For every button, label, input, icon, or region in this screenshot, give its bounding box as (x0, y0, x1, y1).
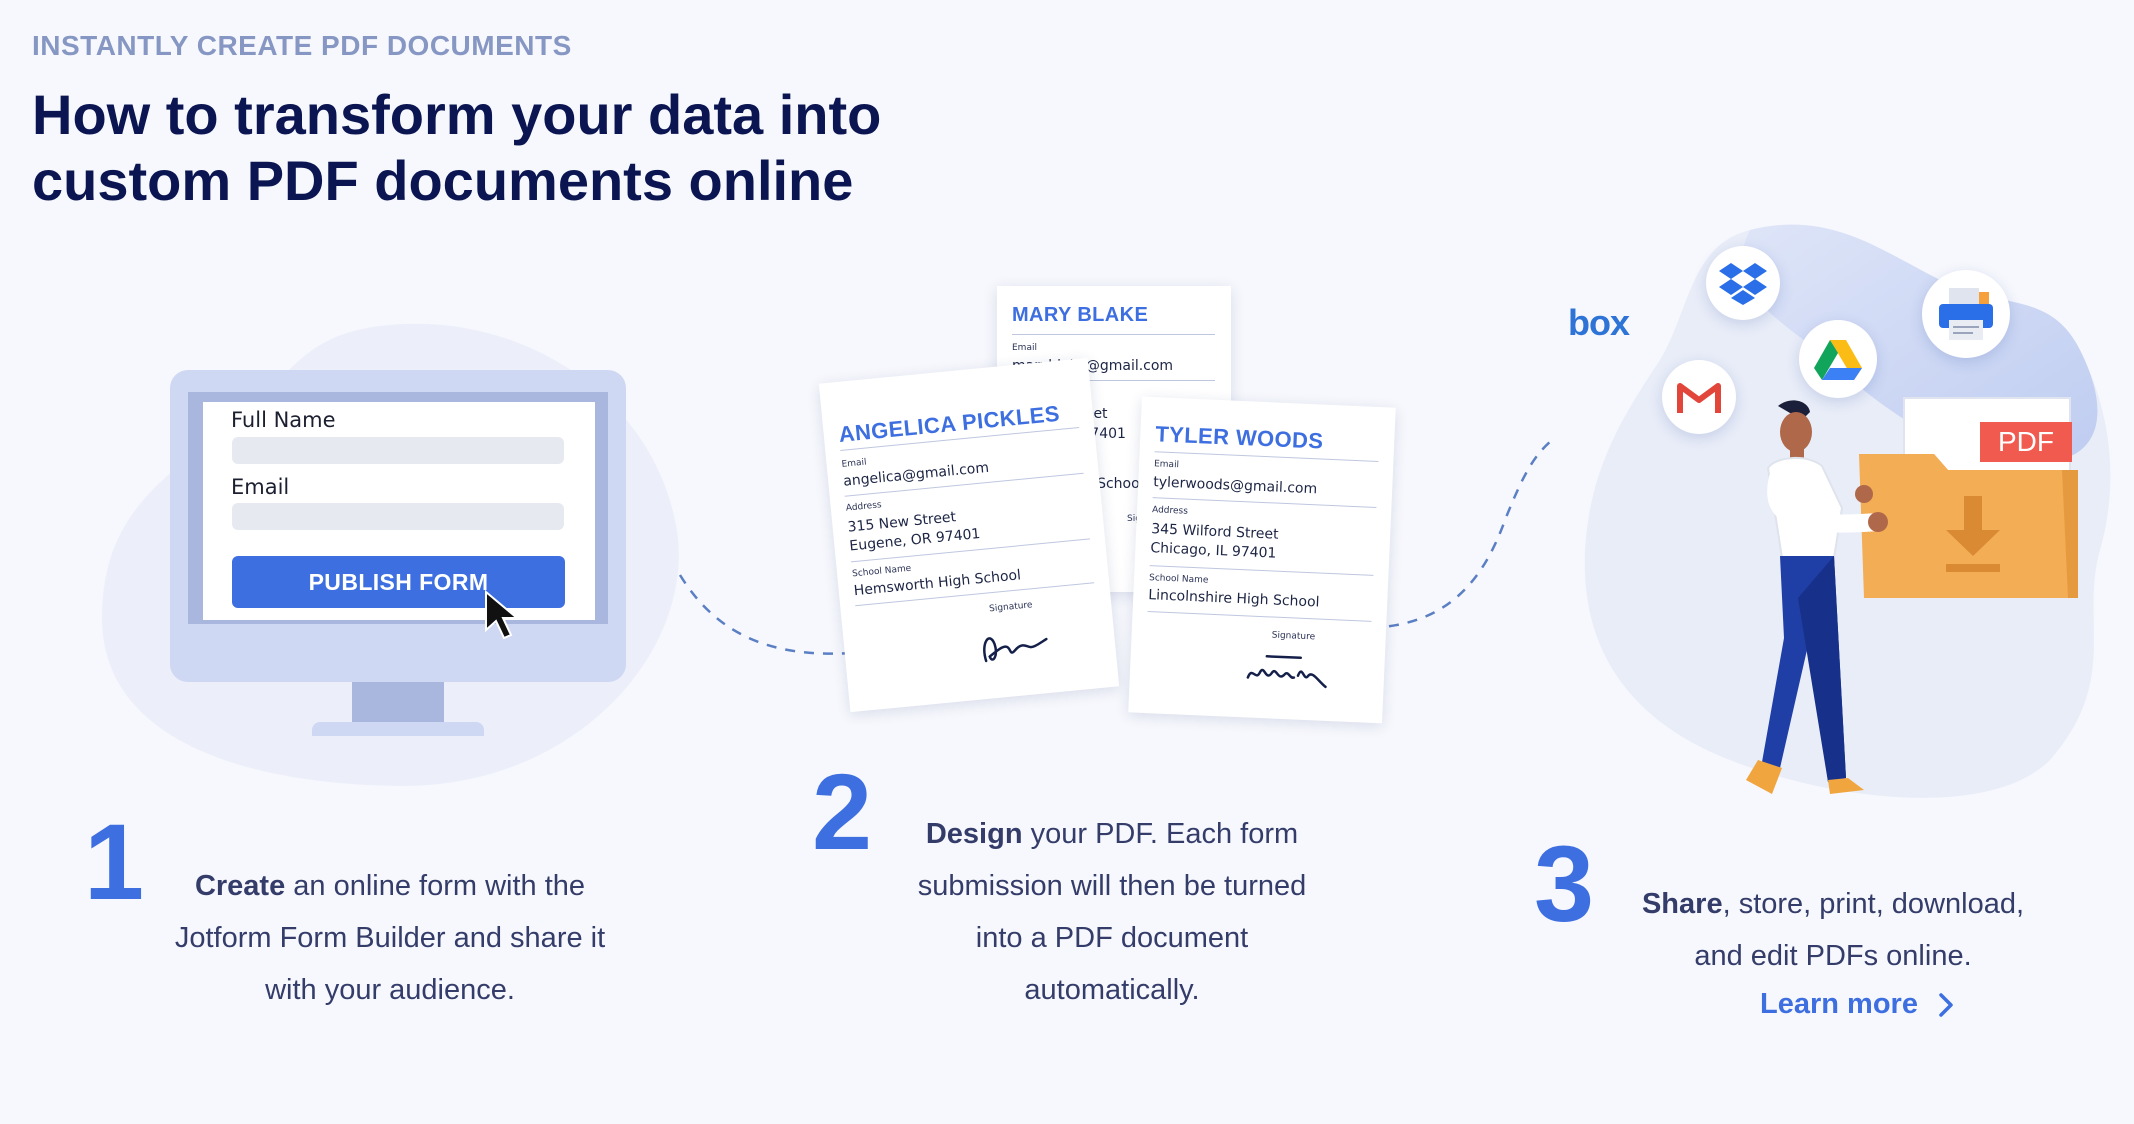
email-field[interactable] (232, 503, 564, 530)
full-name-field[interactable] (232, 437, 564, 464)
full-name-label: Full Name (231, 408, 336, 432)
signature-mark-icon (1246, 655, 1327, 689)
step-1-bold: Create (194, 870, 286, 902)
monitor-stand-neck (352, 682, 444, 724)
step-3-line1: , store, print, download, (1722, 888, 2025, 920)
publish-form-button[interactable]: PUBLISH FORM (232, 556, 565, 608)
signature-mark-icon (983, 637, 1048, 663)
step-3-description: Share, store, print, download, and edit … (1608, 878, 2058, 982)
card-email-label: Email (1012, 343, 1037, 353)
card-divider (1012, 380, 1215, 381)
gmail-icon (1662, 360, 1736, 434)
card-address-label: Address (845, 500, 883, 514)
step-3-number: 3 (1534, 823, 1595, 944)
pdf-card-angelica-pickles: ANGELICA PICKLES Email angelica@gmail.co… (818, 357, 1120, 713)
step-1-line1: an online form with the (285, 870, 586, 902)
card-address-line1: 345 Wilford Street (1150, 521, 1279, 543)
page-title: How to transform your data into custom P… (32, 82, 932, 214)
chevron-right-icon (1939, 992, 1953, 1017)
step-2-line4: automatically. (1024, 974, 1200, 1006)
card-name: MARY BLAKE (1012, 304, 1149, 326)
card-name: TYLER WOODS (1154, 421, 1324, 454)
monitor-stand-base (312, 722, 484, 736)
card-school-label: School Name (1148, 573, 1209, 586)
person-carrying-folder-illustration (1746, 400, 1888, 794)
mouse-cursor-icon (485, 590, 520, 640)
step-2-line2: submission will then be turned (917, 870, 1307, 902)
dropbox-icon (1706, 246, 1780, 320)
step-1-line3: with your audience. (265, 974, 515, 1006)
step-2-number: 2 (812, 751, 873, 872)
eyebrow-label: INSTANTLY CREATE PDF DOCUMENTS (32, 30, 572, 61)
pdf-tag: PDF (1980, 422, 2072, 462)
step-1-description: Create an online form with the Jotform F… (140, 860, 640, 1016)
pdf-card-tyler-woods: TYLER WOODS Email tylerwoods@gmail.com A… (1128, 396, 1396, 724)
card-email-label: Email (1153, 459, 1180, 471)
monitor-chin (170, 630, 626, 682)
card-address-line2: Chicago, IL 97401 (1150, 540, 1277, 562)
printer-icon (1922, 270, 2010, 358)
card-email: tylerwoods@gmail.com (1152, 474, 1318, 498)
title-line-2: custom PDF documents online (32, 149, 854, 212)
email-label: Email (231, 475, 290, 499)
step-2-bold: Design (925, 818, 1023, 850)
step-2-description: Design your PDF. Each form submission wi… (862, 808, 1362, 1016)
step-3-bold: Share (1641, 888, 1723, 920)
title-line-1: How to transform your data into (32, 83, 882, 146)
card-email-label: Email (841, 457, 868, 470)
box-logo-icon: box (1568, 302, 1630, 343)
card-divider (1154, 451, 1379, 462)
card-divider (1012, 334, 1215, 335)
step-1-number: 1 (84, 801, 145, 922)
step-3-line2: and edit PDFs online. (1694, 940, 1972, 972)
card-signature-label: Signature (988, 600, 1033, 615)
google-drive-icon (1799, 320, 1877, 398)
card-signature-label: Signature (1271, 630, 1316, 643)
card-divider (1147, 611, 1372, 622)
step-1-line2: Jotform Form Builder and share it (174, 922, 606, 954)
card-address-label: Address (1151, 505, 1189, 517)
step-2-line1: your PDF. Each form (1022, 818, 1299, 850)
learn-more-label: Learn more (1760, 988, 1918, 1020)
card-name: ANGELICA PICKLES (837, 400, 1061, 447)
learn-more-link[interactable]: Learn more (1760, 988, 1954, 1021)
card-school-label: School Name (851, 563, 912, 580)
card-school: Lincolnshire High School (1148, 587, 1320, 611)
step-2-line3: into a PDF document (975, 922, 1249, 954)
